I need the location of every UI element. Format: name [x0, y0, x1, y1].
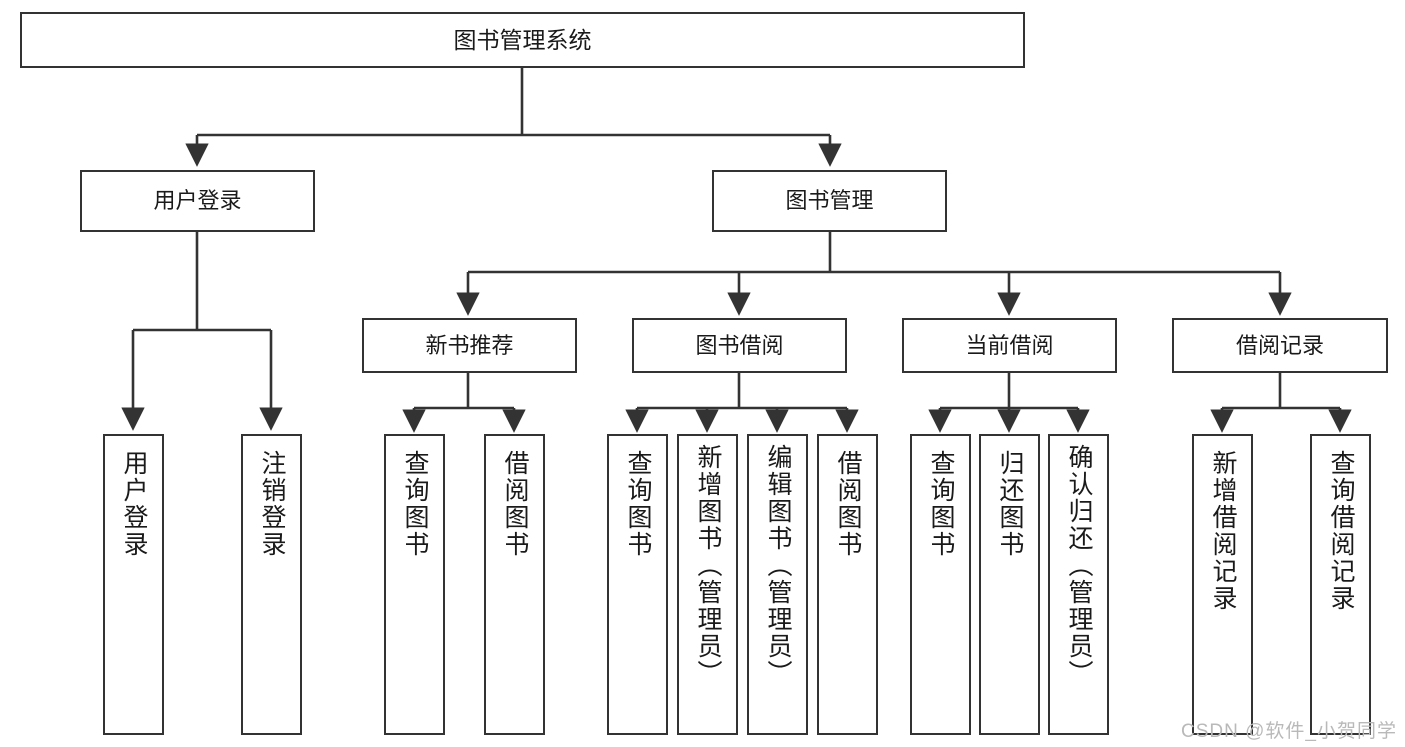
leaf-current-borrow-return-book[interactable]: 归还图书: [979, 434, 1040, 735]
leaf-new-book-borrow-book[interactable]: 借阅图书: [484, 434, 545, 735]
node-label: 用户登录: [120, 450, 148, 558]
node-label: 当前借阅: [965, 332, 1054, 358]
node-label: 新增借阅记录: [1209, 450, 1237, 612]
node-book-borrow[interactable]: 图书借阅: [632, 318, 847, 373]
node-label: 查询图书: [401, 450, 429, 558]
leaf-current-borrow-confirm-return[interactable]: 确认归还（管理员）: [1048, 434, 1109, 735]
node-label: 编辑图书（管理员）: [764, 444, 792, 687]
node-label: 图书借阅: [695, 332, 784, 358]
node-current-borrow[interactable]: 当前借阅: [902, 318, 1117, 373]
node-user-login[interactable]: 用户登录: [80, 170, 315, 232]
node-label: 查询图书: [927, 450, 955, 558]
node-label: 确认归还（管理员）: [1065, 444, 1093, 687]
node-label: 借阅图书: [834, 450, 862, 558]
leaf-user-login-login[interactable]: 用户登录: [103, 434, 164, 735]
node-new-book-recommend[interactable]: 新书推荐: [362, 318, 577, 373]
leaf-current-borrow-query-book[interactable]: 查询图书: [910, 434, 971, 735]
leaf-book-borrow-edit-book[interactable]: 编辑图书（管理员）: [747, 434, 808, 735]
leaf-book-borrow-add-book[interactable]: 新增图书（管理员）: [677, 434, 738, 735]
node-label: 查询图书: [624, 450, 652, 558]
leaf-new-book-query-book[interactable]: 查询图书: [384, 434, 445, 735]
node-root-system[interactable]: 图书管理系统: [20, 12, 1025, 68]
leaf-borrow-record-query-record[interactable]: 查询借阅记录: [1310, 434, 1371, 735]
node-label: 新书推荐: [425, 332, 514, 358]
node-borrow-record[interactable]: 借阅记录: [1172, 318, 1388, 373]
node-label: 图书管理系统: [453, 26, 592, 53]
node-label: 新增图书（管理员）: [694, 444, 722, 687]
leaf-book-borrow-borrow-book[interactable]: 借阅图书: [817, 434, 878, 735]
node-label: 用户登录: [153, 188, 242, 214]
node-label: 注销登录: [258, 450, 286, 558]
node-label: 借阅图书: [501, 450, 529, 558]
node-label: 归还图书: [996, 450, 1024, 558]
node-book-management[interactable]: 图书管理: [712, 170, 947, 232]
leaf-book-borrow-query-book[interactable]: 查询图书: [607, 434, 668, 735]
leaf-user-login-logout[interactable]: 注销登录: [241, 434, 302, 735]
node-label: 图书管理: [785, 188, 874, 214]
node-label: 查询借阅记录: [1327, 450, 1355, 612]
leaf-borrow-record-add-record[interactable]: 新增借阅记录: [1192, 434, 1253, 735]
node-label: 借阅记录: [1235, 332, 1324, 358]
